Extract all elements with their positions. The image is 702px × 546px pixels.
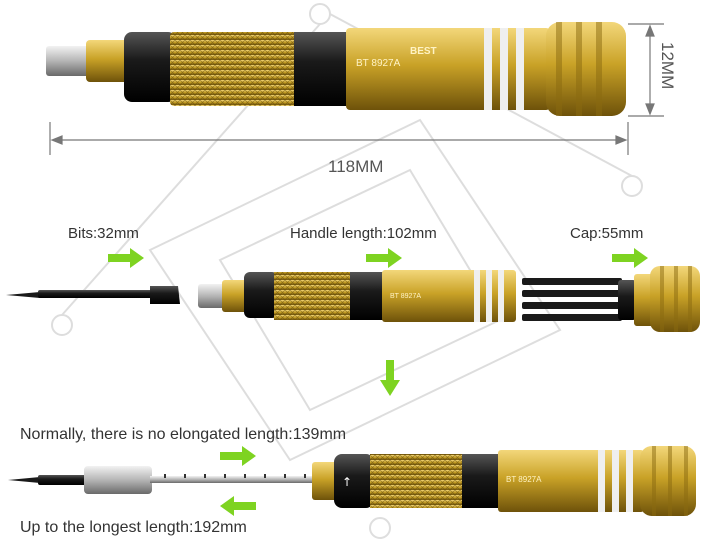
handle-arrow-icon [366, 248, 402, 268]
model-engraving: BT 8927A [356, 58, 401, 69]
bits-arrow-icon [108, 248, 144, 268]
normal-length-label: Normally, there is no elongated length:1… [20, 426, 347, 443]
handle-part: BT 8927A [198, 270, 516, 322]
knurled-grip [170, 32, 298, 106]
extend-arrow-icon [220, 446, 256, 466]
black-band [294, 32, 350, 106]
assembled-screwdriver: BT 8927A BEST [46, 22, 626, 116]
green-arrows [108, 248, 648, 516]
handle-body [346, 28, 550, 110]
longest-length-label: Up to the longest length:192mm [20, 519, 247, 536]
handle-length-label: Handle length:102mm [290, 225, 437, 242]
bit-part [6, 286, 180, 304]
handle-model-engraving: BT 8927A [390, 293, 421, 300]
extension-shaft [150, 476, 318, 483]
end-cap [546, 22, 626, 116]
cap-length-label: Cap:55mm [570, 225, 644, 242]
diameter-dimension [628, 23, 664, 117]
unlock-arrow-icon: ↑ [342, 475, 352, 489]
bottom-model-engraving: BT 8927A [506, 475, 542, 484]
brand-engraving: BEST [410, 46, 437, 57]
bit-holder-tip [46, 46, 90, 76]
retract-arrow-icon [220, 496, 256, 516]
cap-arrow-icon [612, 248, 648, 268]
bits-length-label: Bits:32mm [68, 225, 139, 242]
rubber-ring [124, 32, 176, 102]
cap-part [522, 266, 700, 332]
extended-screwdriver: ↑ BT 8927A [8, 446, 696, 516]
down-arrow-icon [380, 360, 400, 396]
collar [86, 40, 130, 82]
length-dimension [49, 122, 629, 155]
diameter-dimension-label: 12MM [658, 42, 677, 90]
length-dimension-label: 118MM [328, 157, 384, 176]
